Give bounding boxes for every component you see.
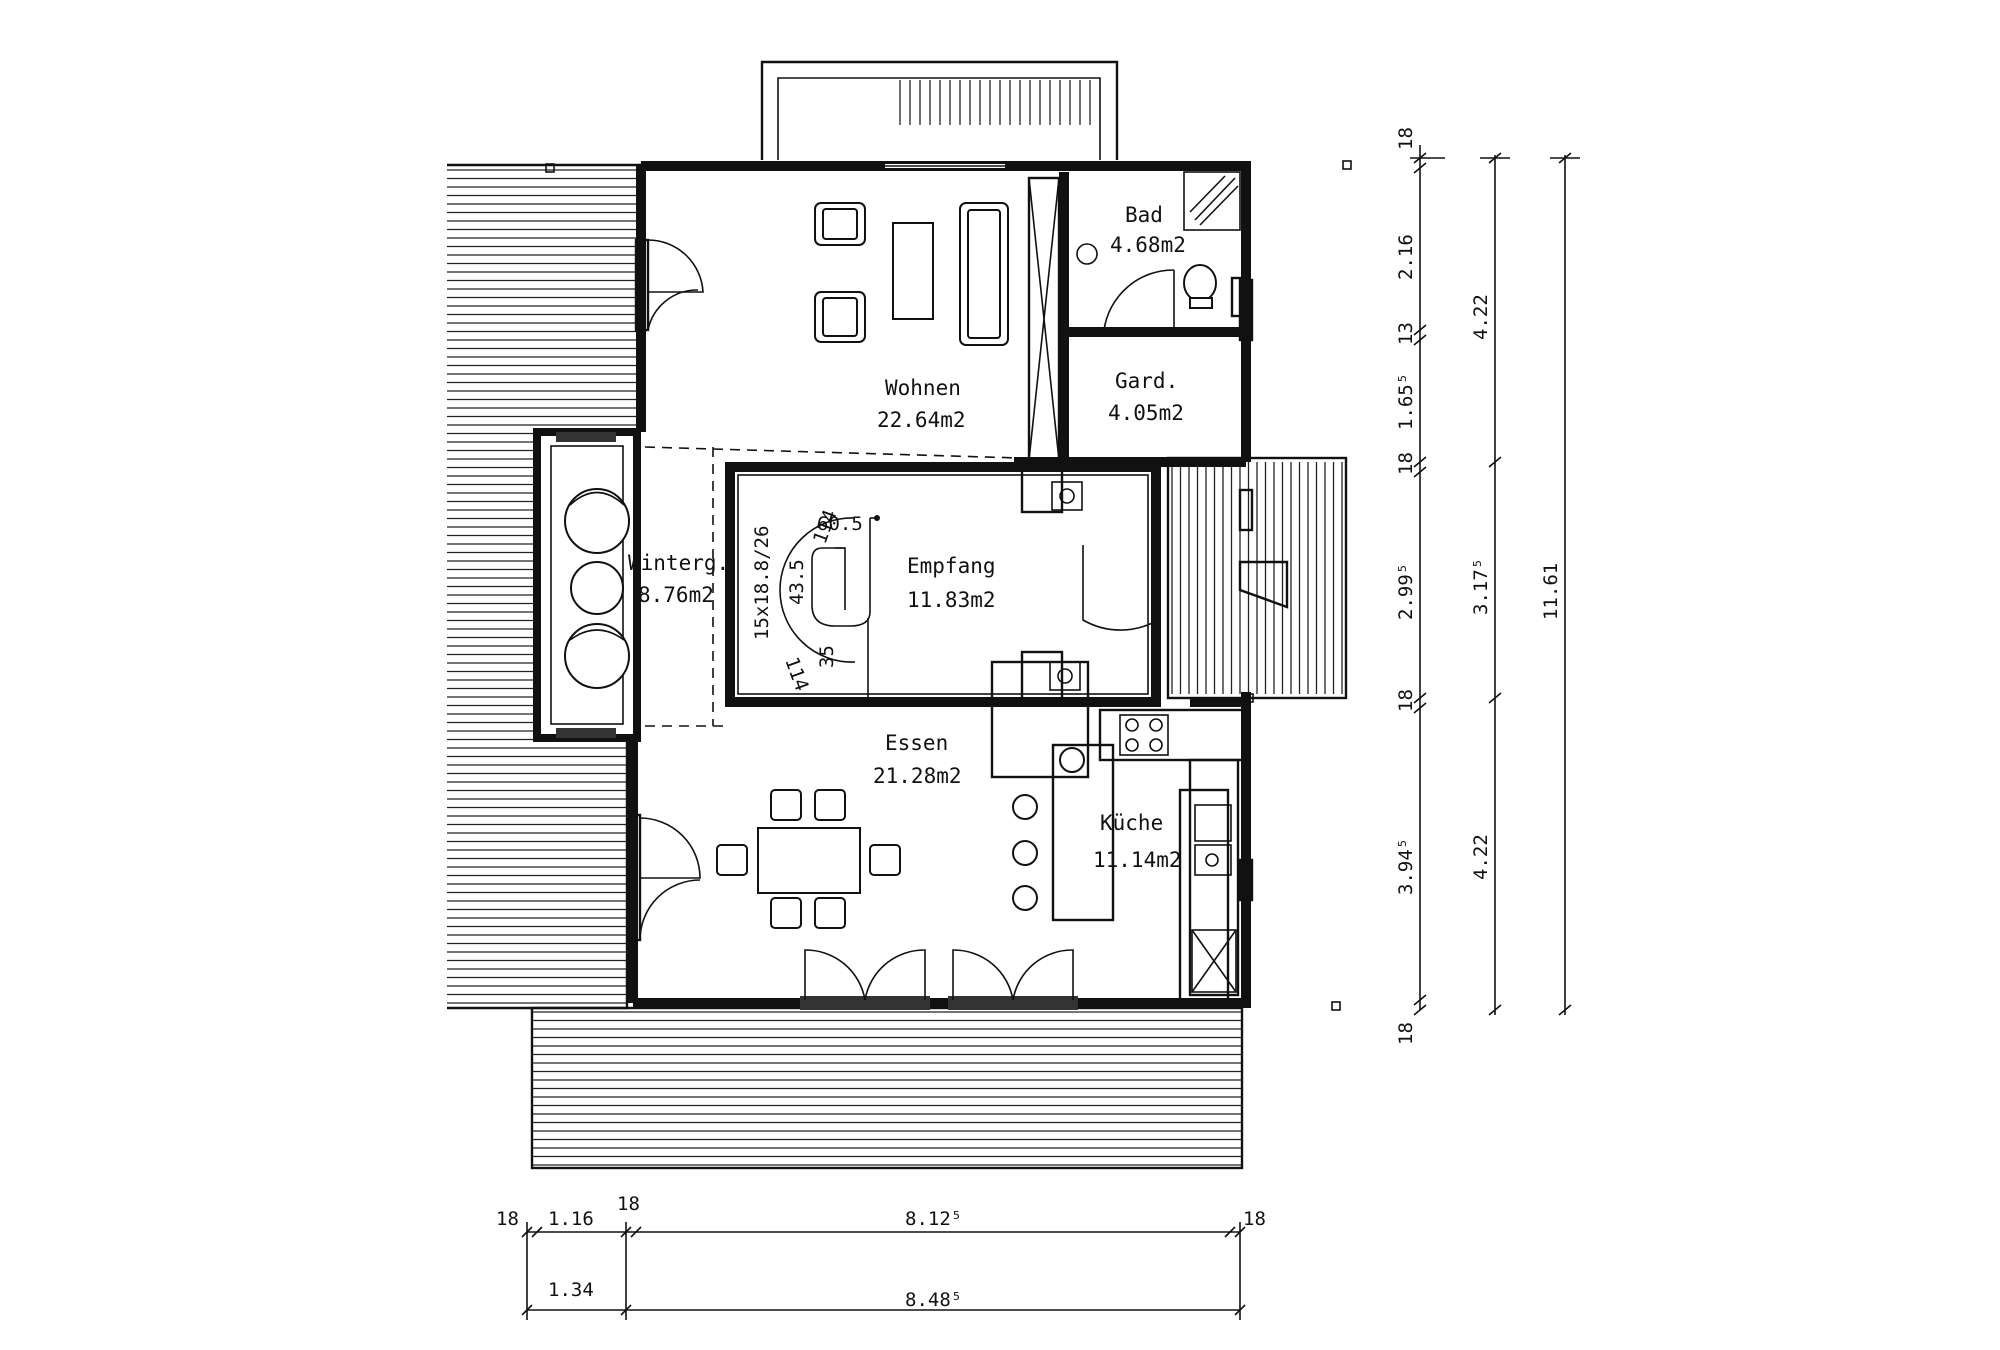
room-name-wohnen: Wohnen — [885, 376, 961, 400]
dim-r2-1: 3.17⁵ — [1470, 558, 1492, 615]
room-name-gard: Gard. — [1115, 369, 1178, 393]
room-area-winterg: 8.76m2 — [638, 583, 714, 607]
room-area-empfang: 11.83m2 — [907, 588, 996, 612]
furniture-essen — [716, 660, 1115, 929]
opening-lines — [644, 446, 1157, 727]
dimension-right: 18 2.16 13 1.65⁵ 18 2.99⁵ 18 3.94⁵ 18 4.… — [1395, 127, 1580, 1045]
dim-r1-2: 13 — [1395, 322, 1417, 345]
room-area-kueche: 11.14m2 — [1093, 848, 1182, 872]
room-name-essen: Essen — [885, 731, 948, 755]
room-area-bad: 4.68m2 — [1110, 233, 1186, 257]
furniture-wohnen — [814, 176, 1083, 514]
corner-markers — [545, 160, 1352, 1011]
room-name-kueche: Küche — [1100, 811, 1163, 835]
room-area-gard: 4.05m2 — [1108, 401, 1184, 425]
room-area-essen: 21.28m2 — [873, 764, 962, 788]
room-name-empfang: Empfang — [907, 554, 996, 578]
stair-dim-3: 43.5 — [786, 559, 808, 605]
dim-r1-5: 2.99⁵ — [1395, 563, 1417, 620]
dim-r1-3: 1.65⁵ — [1395, 373, 1417, 430]
doors — [556, 164, 1254, 1010]
stair-spec: 15x18.8/26 — [751, 526, 773, 640]
terrace-west — [447, 163, 642, 1010]
room-name-bad: Bad — [1125, 203, 1163, 227]
terrace-south — [530, 1006, 1244, 1170]
dim-b1-1: 1.16 — [548, 1208, 594, 1230]
dim-r1-1: 2.16 — [1395, 234, 1417, 280]
terrace-east — [1166, 456, 1348, 700]
stair-dim-5: 35 — [816, 645, 838, 668]
furniture-kueche — [1098, 708, 1247, 997]
stair-dim-2: 60.5 — [817, 513, 863, 535]
stair-annotations: 15x18.8/26 114 60.5 43.5 114 35 — [751, 507, 863, 694]
dim-r1-8: 18 — [1395, 1022, 1417, 1045]
furniture-empfang — [779, 515, 1081, 702]
stair-dim-4: 114 — [780, 654, 812, 694]
furniture-winterg — [564, 488, 630, 689]
dimension-bottom: 18 1.16 18 8.12⁵ 18 1.34 8.48⁵ — [496, 1193, 1266, 1320]
dim-r1-6: 18 — [1395, 689, 1417, 712]
dim-r2-2: 4.22 — [1470, 834, 1492, 880]
dim-r1-7: 3.94⁵ — [1395, 838, 1417, 895]
dim-r1-4: 18 — [1395, 452, 1417, 475]
room-name-winterg: Winterg. — [628, 551, 729, 575]
dim-b1-3: 8.12⁵ — [905, 1208, 962, 1230]
dim-b1-2: 18 — [617, 1193, 640, 1215]
dim-b1-4: 18 — [1243, 1208, 1266, 1230]
dim-b1-0: 18 — [496, 1208, 519, 1230]
dim-b2-1: 8.48⁵ — [905, 1289, 962, 1311]
room-labels: Wohnen 22.64m2 Bad 4.68m2 Gard. 4.05m2 W… — [628, 203, 1186, 872]
exterior-stair — [760, 60, 1119, 160]
dim-r2-0: 4.22 — [1470, 294, 1492, 340]
dim-r3-0: 11.61 — [1540, 563, 1562, 620]
dim-r1-0: 18 — [1395, 127, 1417, 150]
dim-b2-0: 1.34 — [548, 1279, 594, 1301]
room-area-wohnen: 22.64m2 — [877, 408, 966, 432]
furniture-bad — [1076, 171, 1244, 318]
